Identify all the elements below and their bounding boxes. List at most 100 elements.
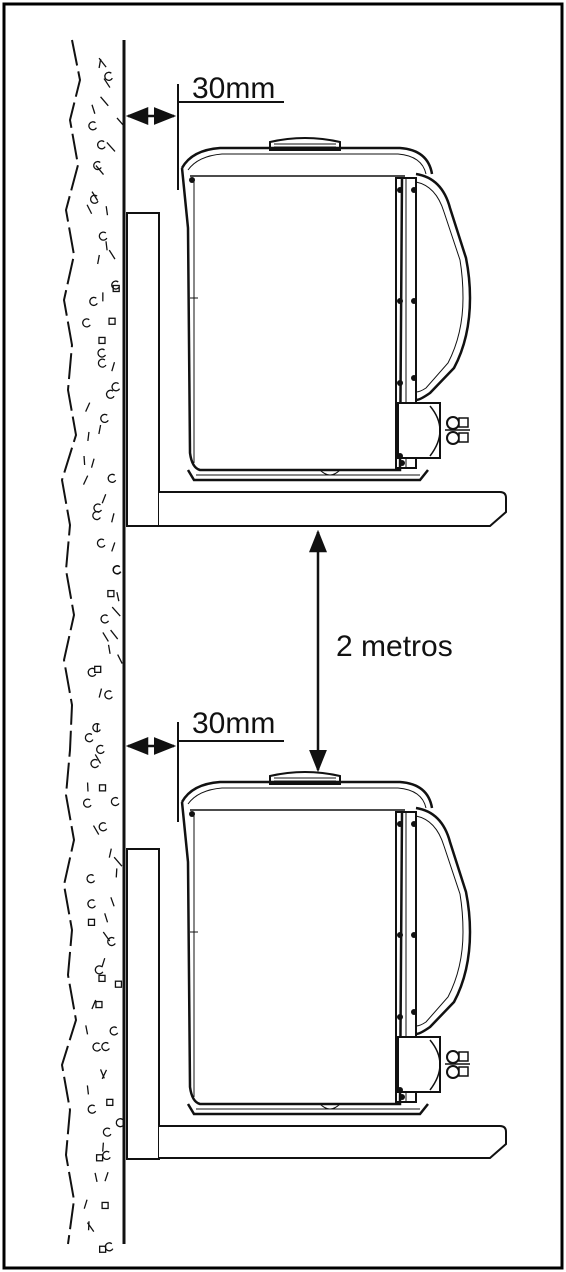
clearance-dimension-bottom [125,722,284,822]
wall-jagged-edge [60,39,82,1245]
aggregate-mark [87,899,96,909]
aggregate-mark [115,868,118,878]
aggregate-mark [92,1042,102,1052]
aggregate-mark [117,654,123,664]
aggregate-mark [98,336,106,345]
aggregate-mark [110,796,120,807]
aggregate-mark [113,856,123,867]
aggregate-mark [98,57,107,68]
aggregate-mark [98,231,108,241]
aggregate-mark [111,280,120,290]
aggregate-mark [104,1172,109,1182]
spacing-label: 2 metros [336,630,453,663]
concrete-wall-icon [82,57,126,1253]
aggregate-mark [83,1199,88,1209]
aggregate-mark [87,431,90,441]
aggregate-mark [84,733,94,743]
aggregate-mark [114,980,123,988]
aggregate-mark [104,690,113,700]
wall-bracket-bottom [126,848,507,1160]
aggregate-mark [102,632,109,642]
aggregate-mark [94,754,102,764]
aggregate-mark [105,241,108,251]
aggregate-mark [109,1026,119,1036]
aggregate-mark [104,913,109,923]
aggregate-mark [83,455,86,466]
aggregate-mark [90,758,100,769]
aggregate-mark [102,1142,105,1152]
aggregate-mark [104,1242,114,1252]
aggregate-mark [116,117,126,128]
aggregate-mark [95,165,105,176]
aggregate-mark [86,874,96,884]
aggregate-mark [86,1085,90,1095]
aggregate-mark [94,1172,98,1183]
aggregate-mark [102,1127,112,1137]
aggregate-mark [92,510,101,521]
aggregate-mark [91,104,96,114]
aggregate-mark [94,665,102,673]
aggregate-mark [89,296,98,307]
aggregate-mark [82,318,91,328]
aggregate-mark [98,822,108,832]
aggregate-mark [110,629,119,640]
aggregate-mark [86,1222,95,1232]
aggregate-mark [86,204,93,215]
aggregate-mark [100,614,110,624]
aggregate-mark [87,1104,97,1114]
aggregate-mark [101,494,107,504]
aggregate-mark [103,78,111,88]
aggregate-mark [101,1069,108,1080]
clearance-label-top: 30mm [192,72,275,105]
aggregate-mark [106,1098,114,1107]
aggregate-mark [101,1201,109,1210]
aggregate-mark [108,848,112,858]
aggregate-mark [105,389,115,399]
aggregate-mark [108,317,116,325]
aggregate-mark [94,965,104,975]
aggregate-mark [85,402,91,412]
aggregate-mark [97,348,107,358]
aggregate-mark [98,974,106,983]
aggregate-mark [101,957,106,968]
aggregate-mark [115,1118,125,1128]
aggregate-mark [96,744,105,755]
aggregate-mark [95,1000,103,1009]
aggregate-mark [82,798,92,808]
aggregate-mark [85,1025,89,1035]
aggregate-mark [108,249,116,260]
aggregate-mark [96,538,106,548]
aggregate-mark [107,936,116,947]
aggregate-mark [100,96,109,107]
aggregate-mark [87,918,96,926]
aggregate-mark [106,142,116,152]
aggregate-mark [107,589,115,598]
aggregate-mark [105,206,109,216]
aggregate-mark [110,897,115,907]
aggregate-mark [97,254,100,265]
clearance-dimension-top [125,84,284,190]
aggregate-mark [111,362,116,372]
aggregate-mark [111,542,116,552]
aggregate-mark [92,825,100,835]
aggregate-mark [111,382,121,392]
aggregate-mark [112,565,122,575]
aggregate-mark [91,999,97,1010]
aggregate-mark [90,194,99,204]
aggregate-mark [111,513,115,523]
aggregate-mark [97,140,106,150]
wall-bracket-top [126,212,507,527]
aggregate-mark [98,784,107,792]
aggregate-mark [102,1150,111,1160]
aggregate-mark [111,606,121,617]
aggregate-mark [95,1154,104,1162]
aggregate-mark [104,71,113,81]
aggregate-mark [101,1041,110,1052]
aggregate-mark [91,191,99,201]
aggregate-mark [87,667,97,677]
aggregate-mark [107,473,117,483]
aggregate-mark [98,424,102,435]
aggregate-mark [98,688,103,698]
aggregate-mark [99,1069,105,1079]
